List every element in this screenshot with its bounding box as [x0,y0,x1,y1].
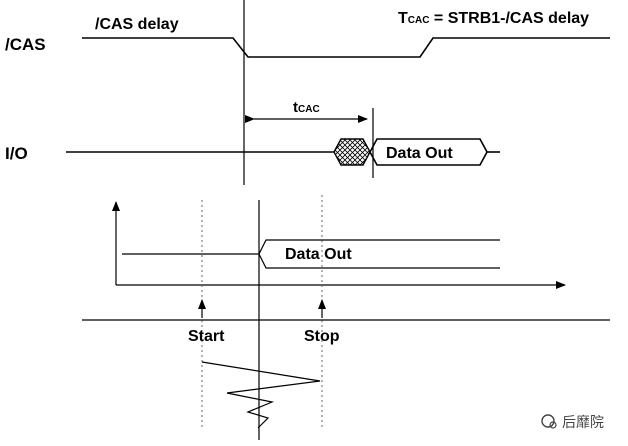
plot-data-out-label: Data Out [285,246,352,263]
stop-label: Stop [304,328,340,345]
tcac-formula-rest: = STRB1-/CAS delay [429,10,589,27]
tcac-label-sub: CAC [298,104,320,115]
start-label: Start [188,328,225,345]
cas-delay-label: /CAS delay [95,16,179,33]
zigzag-waveform [201,361,321,429]
tcac-label: tCAC [293,99,320,116]
plot-data-out-bus [122,239,500,269]
cas-signal-label: /CAS [5,35,46,54]
tcac-formula-t: T [398,10,408,27]
watermark-text: 后靡院 [562,414,604,431]
io-signal-label: I/O [5,144,28,163]
tcac-label-t: t [293,99,298,116]
io-undefined-region [333,138,371,166]
watermark-logo-icon-dot [549,421,557,429]
cas-waveform [82,37,610,58]
io-data-out-label: Data Out [386,145,453,162]
watermark-logo-icon [541,414,555,428]
tcac-formula-sub: CAC [408,15,430,26]
tcac-formula: TCAC = STRB1-/CAS delay [398,10,589,27]
watermark: 后靡院 [541,414,604,431]
